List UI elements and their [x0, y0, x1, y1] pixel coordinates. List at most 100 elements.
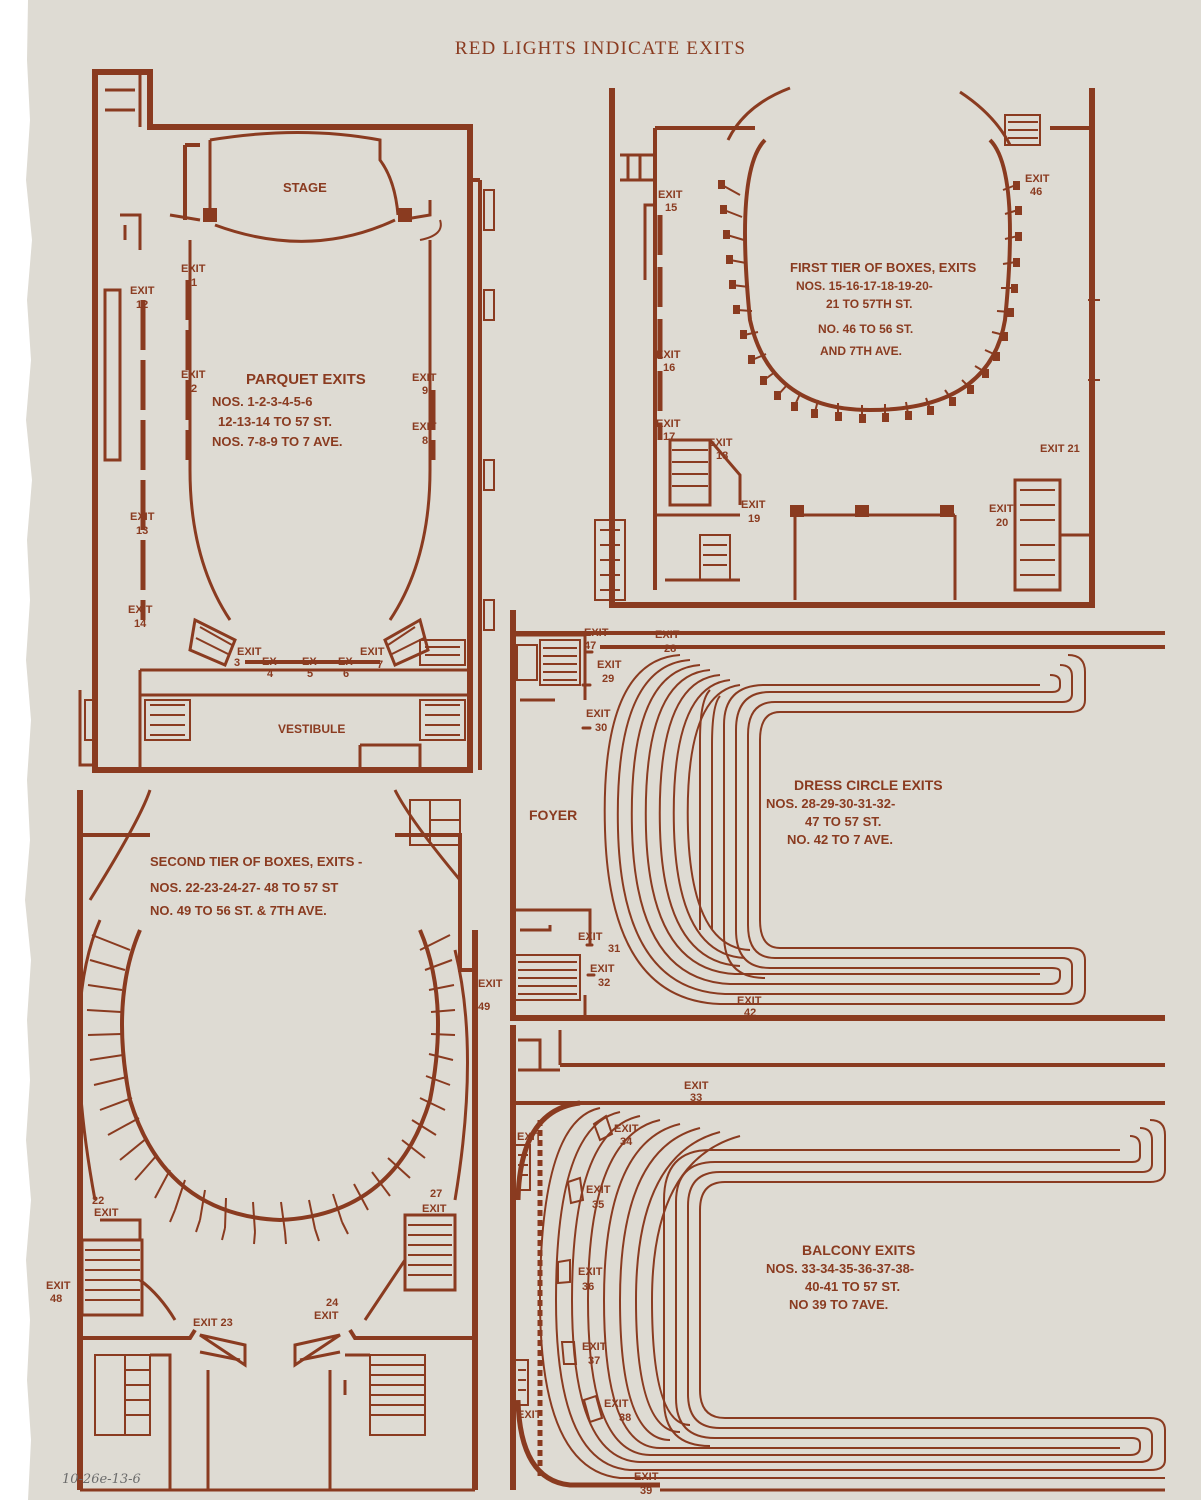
exit-24-word: EXIT	[314, 1310, 339, 1322]
exit-37-number: 37	[588, 1355, 600, 1367]
dress-circle-line3: 47 TO 57 ST.	[805, 814, 881, 829]
foyer-label: FOYER	[529, 807, 577, 823]
torn-page-edge	[0, 0, 32, 1500]
balcony-labels: BALCONY EXITS NOS. 33-34-35-36-37-38- 40…	[517, 1080, 915, 1497]
exit-13-number: 13	[136, 525, 148, 537]
ex-5-word: EX	[302, 656, 317, 668]
balcony-exit-left-bottom: EXIT	[517, 1409, 542, 1421]
exit-20-word: EXIT	[989, 503, 1014, 515]
exit-36-number: 36	[582, 1281, 594, 1293]
ex-4-word: EX	[262, 656, 277, 668]
balcony-plan	[510, 1025, 1166, 1492]
dress-circle-line4: NO. 42 TO 7 AVE.	[787, 832, 893, 847]
exit-7-number: 7	[377, 659, 383, 671]
first-tier-line2: NOS. 15-16-17-18-19-20-	[796, 279, 933, 293]
parquet-line2: 12-13-14 TO 57 ST.	[218, 414, 332, 429]
exit-22-number: 22	[92, 1195, 104, 1207]
exit-1-word: EXIT	[181, 263, 206, 275]
exit-18-number: 18	[716, 450, 728, 462]
exit-18-word: EXIT	[708, 437, 733, 449]
exit-28-word: EXIT	[655, 629, 680, 641]
handwritten-note: 10-26e-13-6	[62, 1472, 141, 1487]
balcony-line4: NO 39 TO 7AVE.	[789, 1297, 888, 1312]
exit-15-number: 15	[665, 202, 677, 214]
exit-48-number: 48	[50, 1293, 62, 1305]
exit-48-word: EXIT	[46, 1280, 71, 1292]
exit-14-word: EXIT	[128, 604, 153, 616]
dress-circle-line2: NOS. 28-29-30-31-32-	[766, 796, 895, 811]
exit-30-number: 30	[595, 722, 607, 734]
vestibule-label: VESTIBULE	[278, 722, 345, 736]
exit-17-number: 17	[663, 431, 675, 443]
exit-8-number: 8	[422, 435, 428, 447]
second-tier-line3: NO. 49 TO 56 ST. & 7TH AVE.	[150, 903, 327, 918]
exit-31-word: EXIT	[578, 931, 603, 943]
stage-label: STAGE	[283, 180, 327, 195]
exit-49-word: EXIT	[478, 978, 503, 990]
exit-20-number: 20	[996, 517, 1008, 529]
exit-33-number: 33	[690, 1092, 702, 1104]
exit-42-word: EXIT	[737, 995, 762, 1007]
exit-28-number: 28	[664, 643, 676, 655]
exit-16-number: 16	[663, 362, 675, 374]
exit-4-number: 4	[267, 668, 274, 680]
exit-49-number: 49	[478, 1001, 490, 1013]
balcony-line1: BALCONY EXITS	[802, 1242, 915, 1258]
exit-32-word: EXIT	[590, 963, 615, 975]
exit-29-number: 29	[602, 673, 614, 685]
exit-2-number: 2	[191, 383, 197, 395]
parquet-labels: STAGE VESTIBULE PARQUET EXITS NOS. 1-2-3…	[128, 180, 437, 736]
exit-9-number: 9	[422, 385, 428, 397]
exit-3-word: EXIT	[237, 646, 262, 658]
exit-39-number: 39	[640, 1485, 652, 1497]
exit-13-word: EXIT	[130, 511, 155, 523]
parquet-line3: NOS. 7-8-9 TO 7 AVE.	[212, 434, 343, 449]
exit-32-number: 32	[598, 977, 610, 989]
exit-33-word: EXIT	[684, 1080, 709, 1092]
ex-6-word: EX	[338, 656, 353, 668]
exit-46-number: 46	[1030, 186, 1042, 198]
exit-34-word: EXIT	[614, 1123, 639, 1135]
exit-47-word: EXIT	[584, 627, 609, 639]
exit-9-word: EXIT	[412, 372, 437, 384]
exit-7-word: EXIT	[360, 646, 385, 658]
exit-24-number: 24	[326, 1297, 339, 1309]
exit-12-word: EXIT	[130, 285, 155, 297]
exit-3-number: 3	[234, 657, 240, 669]
second-tier-plan	[77, 789, 478, 1492]
exit-42-number: 42	[744, 1007, 756, 1019]
exit-29-word: EXIT	[597, 659, 622, 671]
exit-19-number: 19	[748, 513, 760, 525]
second-tier-line1: SECOND TIER OF BOXES, EXITS -	[150, 854, 362, 869]
exit-35-word: EXIT	[586, 1184, 611, 1196]
exit-22-word: EXIT	[94, 1207, 119, 1219]
exit-47-number: 47	[584, 640, 596, 652]
exit-35-number: 35	[592, 1199, 604, 1211]
parquet-plan	[78, 69, 495, 773]
first-tier-line5: AND 7TH AVE.	[820, 344, 902, 358]
balcony-line3: 40-41 TO 57 ST.	[805, 1279, 900, 1294]
exit-46-word: EXIT	[1025, 173, 1050, 185]
exit-30-word: EXIT	[586, 708, 611, 720]
dress-circle-labels: FOYER DRESS CIRCLE EXITS NOS. 28-29-30-3…	[529, 627, 943, 1019]
exit-39-word: EXIT	[634, 1471, 659, 1483]
exit-5-number: 5	[307, 668, 313, 680]
exit-37-word: EXIT	[582, 1341, 607, 1353]
exit-6-number: 6	[343, 668, 349, 680]
second-tier-labels: SECOND TIER OF BOXES, EXITS - NOS. 22-23…	[46, 854, 503, 1329]
balcony-line2: NOS. 33-34-35-36-37-38-	[766, 1261, 914, 1276]
exit-31-number: 31	[608, 943, 620, 955]
parquet-title: PARQUET EXITS	[246, 371, 366, 388]
exit-23-label: EXIT 23	[193, 1317, 233, 1329]
exit-15-word: EXIT	[658, 189, 683, 201]
exit-2-word: EXIT	[181, 369, 206, 381]
exit-12-number: 12	[136, 299, 148, 311]
exit-27-word: EXIT	[422, 1203, 447, 1215]
parquet-line1: NOS. 1-2-3-4-5-6	[212, 394, 312, 409]
exit-34-number: 34	[620, 1136, 633, 1148]
exit-16-word: EXIT	[656, 349, 681, 361]
exit-38-number: 38	[619, 1412, 631, 1424]
exit-27-number: 27	[430, 1188, 442, 1200]
exit-21-label: EXIT 21	[1040, 443, 1080, 455]
